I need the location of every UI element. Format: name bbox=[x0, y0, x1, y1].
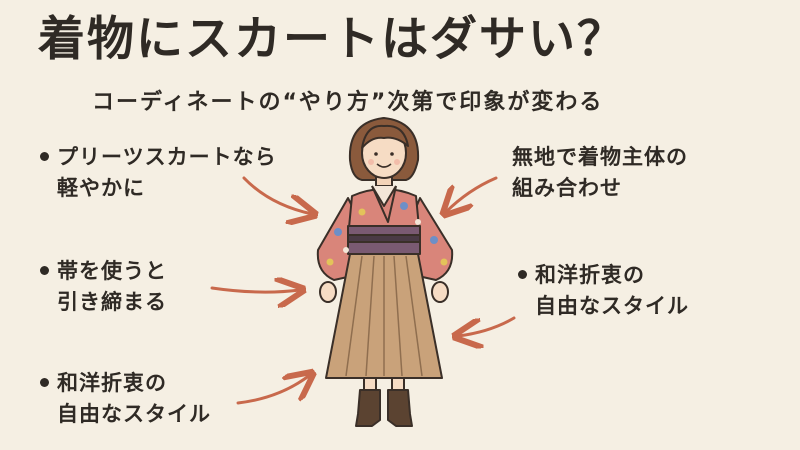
bullet-dot bbox=[518, 269, 527, 279]
note-line-2: 引き締まる bbox=[57, 290, 167, 314]
arrow-icon bbox=[242, 176, 312, 214]
note-fusion-style-left: 和洋折衷の 自由なスタイル bbox=[40, 368, 211, 430]
note-line-1: 帯を使うと bbox=[57, 259, 167, 283]
note-plain-kimono: 無地で着物主体の 組み合わせ bbox=[512, 142, 688, 204]
note-fusion-style-right: 和洋折衷の 自由なスタイル bbox=[518, 260, 689, 322]
note-line-1: 和洋折衷の bbox=[57, 371, 167, 395]
arrow-icon bbox=[210, 288, 300, 292]
note-line-1: 無地で着物主体の bbox=[512, 145, 688, 169]
bullet-dot bbox=[40, 151, 49, 161]
note-obi-belt: 帯を使うと 引き締まる bbox=[40, 256, 167, 318]
bullet-dot bbox=[40, 265, 49, 275]
bullet-dot bbox=[40, 377, 49, 387]
note-line-1: プリーツスカートなら bbox=[57, 145, 277, 169]
woman-figure bbox=[316, 117, 454, 427]
arrow-icon bbox=[458, 316, 516, 336]
flower-pattern bbox=[326, 202, 448, 266]
arrow-icon bbox=[236, 375, 310, 405]
note-line-2: 軽やかに bbox=[57, 176, 145, 200]
page-subtitle: コーディネートの“やり方”次第で印象が変わる bbox=[92, 90, 604, 115]
arrow-icon bbox=[446, 176, 498, 212]
note-line-2: 自由なスタイル bbox=[535, 294, 689, 318]
note-line-2: 組み合わせ bbox=[512, 176, 622, 200]
note-pleated-skirt: プリーツスカートなら 軽やかに bbox=[40, 142, 277, 204]
note-line-2: 自由なスタイル bbox=[57, 402, 211, 426]
note-line-1: 和洋折衷の bbox=[535, 263, 645, 287]
page-title: 着物にスカートはダサい？ bbox=[38, 12, 626, 67]
